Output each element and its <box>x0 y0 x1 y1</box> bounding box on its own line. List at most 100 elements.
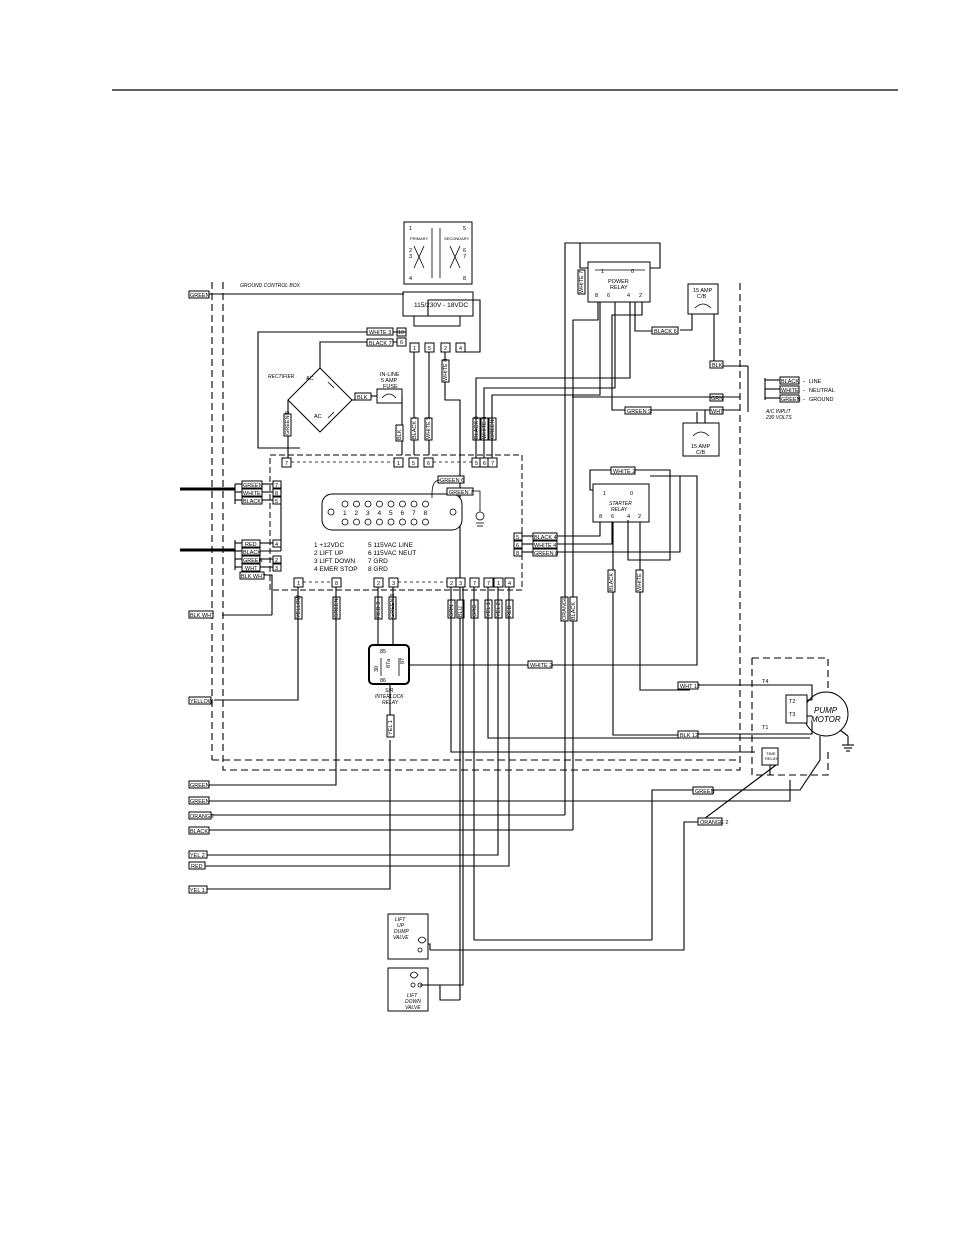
svg-text:BLK: BLK <box>357 395 368 401</box>
svg-text:BLK: BLK <box>397 429 403 440</box>
svg-text:87: 87 <box>400 658 406 664</box>
connector-pin-bottom <box>387 518 395 526</box>
svg-text:5 115VAC LINE: 5 115VAC LINE <box>368 542 414 549</box>
rectifier: RECTIFIER AC AC <box>268 367 353 433</box>
svg-text:6 115VAC NEUT: 6 115VAC NEUT <box>368 550 416 557</box>
left-external-labels: GREEN BLK WHT YELLOW GREEN GREEN ORANGE … <box>188 290 404 894</box>
connector-pin-bottom <box>341 518 349 526</box>
connector-pin-top <box>353 500 360 508</box>
connector-pin-number: 3 <box>366 510 370 517</box>
svg-text:8: 8 <box>516 551 519 557</box>
svg-text:GREEN: GREEN <box>781 397 801 403</box>
controller-module <box>269 454 523 591</box>
svg-text:AC: AC <box>314 414 322 420</box>
svg-text:GREEN: GREEN <box>334 598 340 618</box>
svg-text:2: 2 <box>275 558 278 564</box>
svg-text:1: 1 <box>497 581 500 587</box>
svg-text:BLACK: BLACK <box>571 602 577 620</box>
svg-text:8: 8 <box>599 514 602 520</box>
svg-text:3: 3 <box>409 254 412 260</box>
svg-text:BLACK: BLACK <box>781 379 799 385</box>
svg-text:5: 5 <box>475 461 478 467</box>
svg-text:T4: T4 <box>762 679 768 685</box>
svg-text:FUSE: FUSE <box>383 384 398 390</box>
svg-text:RED: RED <box>507 605 513 617</box>
svg-text:DOWN: DOWN <box>405 999 421 1005</box>
svg-text:85: 85 <box>380 649 386 655</box>
svg-text:1: 1 <box>409 226 412 232</box>
svg-text:ORANGE: ORANGE <box>190 814 214 820</box>
svg-text:-: - <box>803 378 805 385</box>
svg-text:GREEN 9: GREEN 9 <box>627 409 651 415</box>
in-line-fuse: IN-LINE 5 AMP FUSE BLK <box>354 372 403 404</box>
svg-text:BLK WHT: BLK WHT <box>190 613 215 619</box>
connector-pin-number: 8 <box>424 510 428 517</box>
svg-text:1: 1 <box>297 581 300 587</box>
svg-text:AC: AC <box>306 376 314 382</box>
svg-text:5: 5 <box>275 499 278 505</box>
transformer-terminals: 10 6 1 5 2 4 <box>396 327 466 353</box>
connector-pin-number: 6 <box>401 510 405 517</box>
svg-text:8: 8 <box>335 581 338 587</box>
svg-text:PRIMARY: PRIMARY <box>410 236 428 241</box>
connector-pin-number: 1 <box>343 510 347 517</box>
svg-text:GREEN 5: GREEN 5 <box>285 411 291 435</box>
svg-text:6: 6 <box>516 543 519 549</box>
ground-control-box: GROUND CONTROL BOX <box>211 282 741 771</box>
svg-text:GREEN: GREEN <box>243 558 263 564</box>
svg-text:WHITE: WHITE <box>637 573 643 591</box>
svg-text:TIME: TIME <box>766 751 776 756</box>
svg-text:T2: T2 <box>789 699 795 705</box>
svg-text:WHITE 3: WHITE 3 <box>482 417 488 439</box>
svg-text:BLACK 7: BLACK 7 <box>369 341 392 347</box>
svg-text:4: 4 <box>627 293 630 299</box>
svg-text:BLACK: BLACK <box>190 829 208 835</box>
svg-text:10: 10 <box>398 330 404 336</box>
svg-text:1: 1 <box>413 346 416 352</box>
svg-text:LIFT: LIFT <box>395 917 406 923</box>
svg-text:230 VOLTS: 230 VOLTS <box>765 415 792 421</box>
left-harness: GREEN WHITE BLACK 7 8 5 RED BLACK GREEN … <box>180 480 282 615</box>
connector-pin-bottom <box>376 518 383 526</box>
svg-text:RELAY: RELAY <box>610 285 628 291</box>
svg-text:WHITE 8: WHITE 8 <box>443 359 449 381</box>
vertical-wire-labels-bottom: YELLOW GREEN RED 3 GREEN 3 GRN BLU ORG Y… <box>294 594 578 622</box>
svg-text:A/C INPUT: A/C INPUT <box>765 409 792 415</box>
svg-text:BLACK: BLACK <box>609 573 615 591</box>
svg-text:GREEN: GREEN <box>243 483 263 489</box>
svg-text:GREEN: GREEN <box>490 419 496 439</box>
svg-text:WHITE: WHITE <box>781 388 799 394</box>
transformer-label: 115/230V - 18VDC <box>414 302 468 309</box>
svg-text:15 AMP: 15 AMP <box>693 288 713 294</box>
svg-text:GREEN: GREEN <box>695 789 715 795</box>
svg-text:WHT: WHT <box>245 566 258 572</box>
svg-text:BLU: BLU <box>458 606 464 617</box>
svg-text:POWER: POWER <box>608 279 629 285</box>
circuit-breaker-top: 15 AMP C/B <box>687 283 719 315</box>
svg-text:WHITE 2: WHITE 2 <box>530 663 552 669</box>
svg-text:YEL 1: YEL 1 <box>388 720 394 735</box>
connector-pin-bottom <box>422 518 429 526</box>
svg-text:2: 2 <box>638 514 641 520</box>
svg-text:LINE: LINE <box>809 379 822 385</box>
svg-text:WHITE 4: WHITE 4 <box>534 543 556 549</box>
svg-text:8: 8 <box>463 276 466 282</box>
svg-text:6: 6 <box>607 293 610 299</box>
svg-text:6: 6 <box>611 514 614 520</box>
pin-legend: 1 +12VDC 2 LIFT UP 3 LIFT DOWN 4 EMER ST… <box>314 542 416 573</box>
svg-text:30: 30 <box>374 666 380 672</box>
svg-text:BLK 12: BLK 12 <box>680 733 698 739</box>
transformer-wire-labels: WHITE 3 BLACK 7 <box>366 327 394 347</box>
svg-text:WHITE: WHITE <box>243 491 261 497</box>
svg-text:BLACK: BLACK <box>243 550 261 556</box>
connector-pin-top <box>376 500 383 508</box>
svg-text:RECTIFIER: RECTIFIER <box>268 374 295 380</box>
svg-text:2 LIFT UP: 2 LIFT UP <box>314 550 344 557</box>
svg-text:RELAY: RELAY <box>611 507 628 513</box>
controller-right-terminals: 5 6 8 BLACK 4 WHITE 4 GREEN 8 <box>513 532 558 557</box>
svg-text:7: 7 <box>473 581 476 587</box>
svg-text:WHT: WHT <box>711 409 724 415</box>
svg-text:1 +12VDC: 1 +12VDC <box>314 542 344 549</box>
